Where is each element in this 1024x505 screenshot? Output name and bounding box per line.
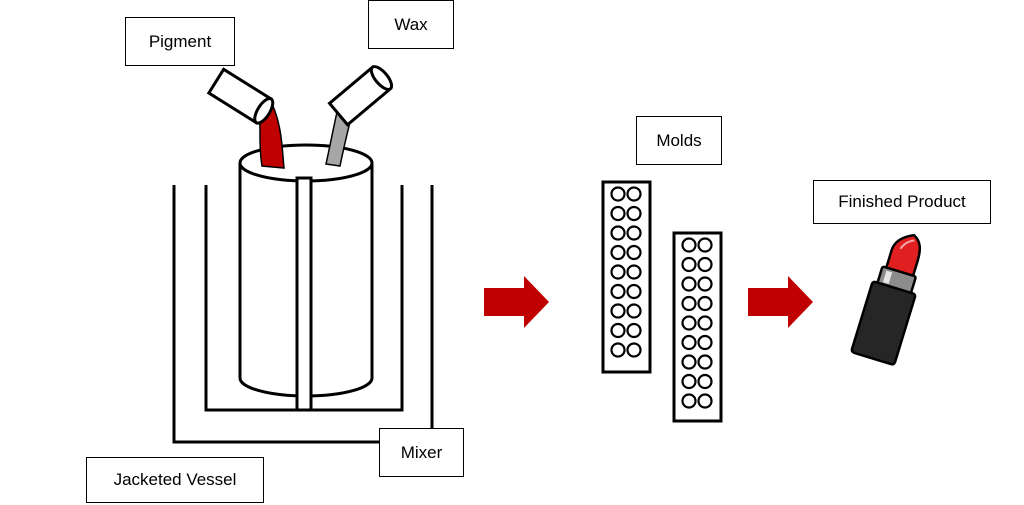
mold-cavity: [697, 276, 713, 292]
mold-cavity: [610, 186, 626, 202]
lipstick-icon: [850, 233, 922, 366]
mold-cavity: [626, 303, 642, 319]
molds-label: Molds: [636, 116, 722, 165]
mold-cavity: [697, 237, 713, 253]
mold-cavity: [626, 283, 642, 300]
mold-cavity: [610, 205, 626, 222]
mixer-shaft: [295, 176, 313, 412]
mold-cavity: [681, 237, 697, 253]
mold-cavity: [626, 205, 642, 222]
wax-stream: [325, 110, 352, 167]
mold-cavity: [626, 264, 642, 280]
mold-cavity: [681, 256, 697, 273]
mold-cavity: [626, 322, 642, 339]
mold-cavity: [697, 315, 713, 331]
mold-cavity: [681, 393, 697, 409]
mold-cavity: [610, 244, 626, 261]
mold-cavity: [681, 276, 697, 292]
mold-cavity: [697, 373, 713, 390]
mold-cavity: [626, 342, 642, 358]
mold-cavity: [681, 315, 697, 331]
mold-tray-left: [601, 180, 652, 374]
wax-container-icon: [327, 65, 394, 127]
jacketed-vessel-outer: [172, 185, 434, 444]
mold-cavity: [681, 354, 697, 370]
mold-cavity: [697, 334, 713, 351]
pigment-container-icon: [206, 67, 275, 125]
mold-cavity: [681, 373, 697, 390]
pigment-label: Pigment: [125, 17, 235, 66]
wax-label: Wax: [368, 0, 454, 49]
mold-cavity: [626, 244, 642, 261]
jacketed-vessel-label: Jacketed Vessel: [86, 457, 264, 503]
mold-cavity: [626, 225, 642, 241]
process-arrow-icon: [748, 276, 813, 328]
mold-cavity: [681, 295, 697, 312]
mold-cavity: [610, 303, 626, 319]
mold-tray-right: [672, 231, 723, 423]
mold-cavity: [681, 334, 697, 351]
mixer-label: Mixer: [379, 428, 464, 477]
process-arrow-icon: [484, 276, 549, 328]
mold-cavity: [697, 393, 713, 409]
mold-cavity: [610, 322, 626, 339]
finished-product-label: Finished Product: [813, 180, 991, 224]
mold-cavity: [610, 264, 626, 280]
mold-cavity: [697, 354, 713, 370]
mold-cavity: [626, 186, 642, 202]
mold-cavity: [610, 342, 626, 358]
mold-cavity: [697, 295, 713, 312]
mold-cavity: [697, 256, 713, 273]
mold-cavity: [610, 283, 626, 300]
mold-cavity: [610, 225, 626, 241]
